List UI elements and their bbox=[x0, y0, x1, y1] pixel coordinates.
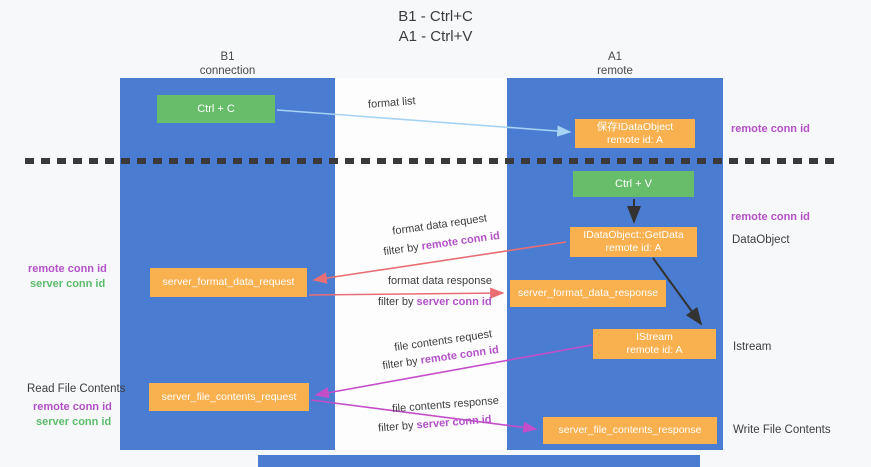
file-contents-request-arrow bbox=[314, 344, 593, 399]
server-file-contents-response-node: server_file_contents_response bbox=[543, 417, 717, 444]
server-format-data-response-label: server_format_data_response bbox=[517, 287, 659, 299]
format-data-request-arrow bbox=[312, 241, 567, 284]
file-contents-response-arrow bbox=[310, 399, 538, 433]
server-format-data-request-label: server_format_data_request bbox=[162, 276, 295, 288]
left-remote-conn-id-label: remote conn id bbox=[28, 263, 107, 275]
diagram-title: B1 - Ctrl+C A1 - Ctrl+V bbox=[0, 7, 871, 47]
ctrl-c-node: Ctrl + C bbox=[157, 95, 275, 123]
save-dataobject-remote-id: remote id: A bbox=[606, 133, 664, 146]
right-lifeline-role: remote bbox=[597, 65, 633, 77]
dataobject-label: DataObject bbox=[732, 234, 790, 246]
server-conn-id-text: server conn id bbox=[416, 296, 492, 308]
ctrl-v-node: Ctrl + V bbox=[573, 171, 694, 197]
left-lifeline-role: connection bbox=[199, 65, 256, 77]
title-line-1: B1 - Ctrl+C bbox=[398, 8, 473, 25]
format-data-response-arrow bbox=[308, 287, 505, 299]
ctrl-c-label: Ctrl + C bbox=[197, 102, 235, 115]
ctrl-v-label: Ctrl + V bbox=[615, 177, 652, 190]
right-remote-conn-id-label-top: remote conn id bbox=[731, 123, 810, 135]
write-file-contents-label: Write File Contents bbox=[733, 424, 831, 436]
server-file-contents-request-node: server_file_contents_request bbox=[149, 383, 309, 411]
left-server-conn-id-label-bottom: server conn id bbox=[36, 416, 112, 428]
istream-node: IStream remote id: A bbox=[593, 329, 716, 359]
right-remote-conn-id-label-mid: remote conn id bbox=[731, 211, 810, 223]
left-server-conn-id-label: server conn id bbox=[30, 278, 106, 290]
format-data-response-label: format data response bbox=[388, 275, 492, 287]
right-lifeline-name: A1 bbox=[607, 51, 623, 63]
getdata-node: IDataObject::GetData remote id: A bbox=[570, 227, 697, 257]
bottom-blue-strip bbox=[258, 455, 700, 467]
getdata-to-istream-arrow bbox=[652, 257, 703, 326]
getdata-remote-id: remote id: A bbox=[605, 242, 662, 254]
title-line-2: A1 - Ctrl+V bbox=[398, 28, 473, 45]
read-file-contents-label: Read File Contents bbox=[27, 383, 126, 395]
istream-remote-id: remote id: A bbox=[626, 344, 683, 356]
server-format-data-response-node: server_format_data_response bbox=[510, 280, 666, 307]
server-format-data-request-node: server_format_data_request bbox=[150, 268, 307, 297]
getdata-label: IDataObject::GetData bbox=[583, 229, 684, 241]
server-file-contents-response-label: server_file_contents_response bbox=[558, 424, 702, 436]
left-lifeline-name: B1 bbox=[220, 51, 235, 63]
right-lifeline-header: A1 remote bbox=[507, 50, 723, 78]
format-list-arrow bbox=[276, 109, 572, 137]
filter-by-text: filter by bbox=[378, 296, 414, 308]
save-dataobject-node: 保存IDataObject remote id: A bbox=[575, 119, 695, 148]
left-remote-conn-id-label-bottom: remote conn id bbox=[33, 401, 112, 413]
left-lifeline-header: B1 connection bbox=[120, 50, 335, 78]
server-file-contents-request-label: server_file_contents_request bbox=[161, 390, 297, 403]
istream-side-label: Istream bbox=[733, 341, 772, 353]
save-dataobject-label: 保存IDataObject bbox=[596, 120, 674, 133]
istream-label: IStream bbox=[636, 331, 673, 343]
